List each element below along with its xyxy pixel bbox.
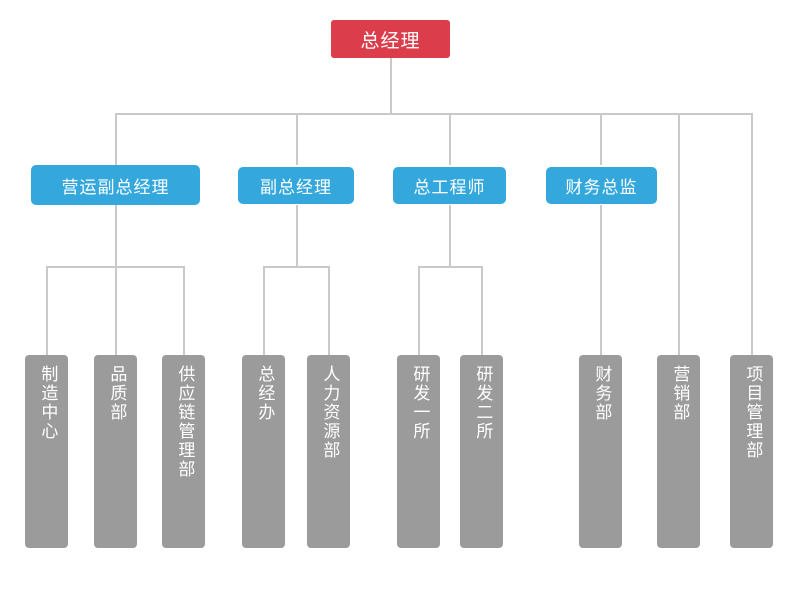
connector-group2-drop-2	[328, 266, 330, 356]
connector-group1-drop-1	[46, 266, 48, 356]
node-leaf-label: 人力资源部	[319, 365, 340, 460]
node-root-general-manager[interactable]: 总经理	[331, 20, 450, 58]
connector-main-bus	[115, 113, 751, 115]
node-leaf-label: 财务部	[591, 365, 612, 422]
connector-group3-bus	[418, 266, 483, 268]
node-leaf-quality-dept[interactable]: 品质部	[94, 355, 137, 548]
connector-bus-to-level2-3	[449, 113, 451, 165]
connector-group3-drop-2	[481, 266, 483, 356]
node-leaf-label: 制造中心	[37, 365, 58, 441]
node-leaf-manufacturing-center[interactable]: 制造中心	[25, 355, 68, 548]
node-leaf-hr-dept[interactable]: 人力资源部	[307, 355, 350, 548]
node-leaf-project-management-dept[interactable]: 项目管理部	[730, 355, 773, 548]
node-leaf-gm-office[interactable]: 总经办	[242, 355, 285, 548]
node-leaf-finance-dept[interactable]: 财务部	[579, 355, 622, 548]
node-leaf-label: 研发一所	[409, 365, 430, 441]
node-leaf-label: 营销部	[669, 365, 690, 422]
node-leaf-label: 供应链管理部	[174, 365, 195, 479]
connector-group4-stem	[600, 205, 602, 356]
connector-group3-stem	[449, 205, 451, 266]
node-level2-operations-vp[interactable]: 营运副总经理	[31, 165, 200, 205]
connector-group1-drop-3	[183, 266, 185, 356]
node-leaf-label: 研发二所	[472, 365, 493, 441]
node-leaf-rd-institute-1[interactable]: 研发一所	[397, 355, 440, 548]
node-leaf-label: 品质部	[106, 365, 127, 422]
node-level2-finance-director[interactable]: 财务总监	[546, 167, 657, 204]
connector-bus-to-leaf-marketing	[678, 113, 680, 356]
node-leaf-label: 总经办	[254, 365, 275, 422]
node-leaf-supply-chain-dept[interactable]: 供应链管理部	[162, 355, 205, 548]
connector-bus-to-level2-1	[115, 113, 117, 165]
connector-group2-stem	[296, 205, 298, 266]
connector-bus-to-leaf-project	[751, 113, 753, 356]
node-level2-chief-engineer[interactable]: 总工程师	[393, 167, 506, 204]
node-leaf-marketing-dept[interactable]: 营销部	[657, 355, 700, 548]
connector-group2-bus	[263, 266, 330, 268]
connector-group1-drop-2	[115, 266, 117, 356]
node-level2-deputy-gm[interactable]: 副总经理	[238, 167, 354, 204]
node-leaf-rd-institute-2[interactable]: 研发二所	[460, 355, 503, 548]
node-leaf-label: 项目管理部	[742, 365, 763, 460]
connector-root-stem	[390, 58, 392, 113]
connector-group1-stem	[115, 205, 117, 266]
connector-group2-drop-1	[263, 266, 265, 356]
connector-bus-to-level2-4	[600, 113, 602, 165]
connector-bus-to-level2-2	[296, 113, 298, 165]
connector-group3-drop-1	[418, 266, 420, 356]
